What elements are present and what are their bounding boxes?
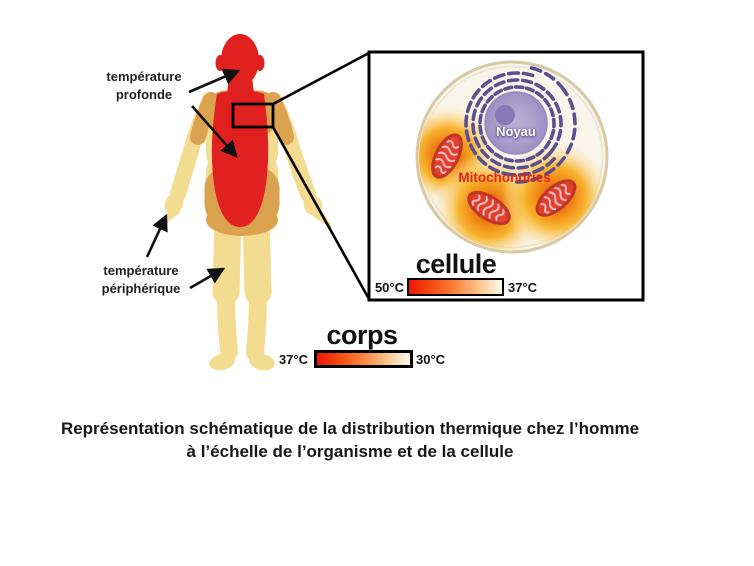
arrow-deep-torso xyxy=(191,105,238,158)
cell-temperature-gradient-bar xyxy=(407,278,504,296)
zoom-source-rect xyxy=(231,102,275,129)
arrow-peripheral-hand xyxy=(145,213,168,258)
body-scale-title: corps xyxy=(326,320,398,350)
left-foot xyxy=(209,353,235,371)
cell-scale-cold-value: 37°C xyxy=(508,280,538,295)
endoplasmic-reticulum xyxy=(457,64,577,184)
mitochondrion-left xyxy=(431,133,463,179)
core-temperature-region xyxy=(211,34,269,227)
annotation-arrows xyxy=(145,68,241,290)
legs xyxy=(212,206,272,361)
caption-line-1: Représentation schématique de la distrib… xyxy=(60,419,640,438)
nucleus xyxy=(484,91,548,155)
cell-scale-hot-value: 50°C xyxy=(374,280,404,295)
body-scale-hot-value: 37°C xyxy=(278,352,308,367)
arrow-deep-head xyxy=(188,68,241,94)
cell-scale-title: cellule xyxy=(415,249,497,279)
nucleolus xyxy=(495,105,515,125)
arrow-peripheral-leg xyxy=(189,267,226,290)
left-hand xyxy=(164,193,184,215)
peripheral-temperature-label: température périphérique xyxy=(101,263,181,297)
nucleus-label: Noyau xyxy=(496,124,536,139)
caption-line-2: à l’échelle de l’organisme et de la cell… xyxy=(186,442,514,461)
deep-temperature-label: température profonde xyxy=(106,69,182,103)
body-scale-cold-value: 30°C xyxy=(416,352,446,367)
zoom-connector-lines xyxy=(271,51,371,300)
body-temperature-gradient-bar xyxy=(314,350,413,368)
mitochondrion-right xyxy=(535,179,577,217)
figure-caption: Représentation schématique de la distrib… xyxy=(10,417,690,463)
mitochondrion-bottom xyxy=(467,190,511,226)
mitochondria-label: Mitochondries xyxy=(458,170,551,185)
right-foot xyxy=(249,353,275,371)
